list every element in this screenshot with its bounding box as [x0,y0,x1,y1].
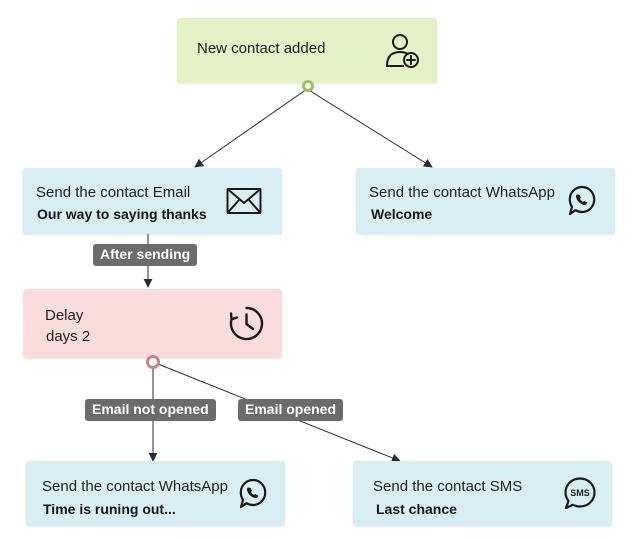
email-node-subtitle: Our way to saying thanks [37,206,207,222]
whatsapp-time-node-subtitle: Time is runing out... [43,501,176,517]
clock-icon [228,305,265,347]
delay-node-duration: days 2 [46,328,91,345]
sms-icon-text: SMS [570,488,590,498]
user-add-icon [383,32,421,75]
trigger-output-port[interactable] [302,80,314,92]
action-node-send-whatsapp-welcome[interactable]: Send the contact WhatsApp Welcome [356,168,615,234]
sms-node-title: Send the contact SMS [373,478,523,495]
whatsapp-time-node-title: Send the contact WhatsApp [42,478,228,495]
trigger-node-title: New contact added [197,40,326,57]
email-node-title: Send the contact Email [36,184,191,201]
edge-trigger-to-email [194,88,308,168]
whatsapp-welcome-node-subtitle: Welcome [371,206,433,222]
sms-icon: SMS [561,475,599,518]
envelope-icon [226,187,262,220]
whatsapp-icon [235,476,271,517]
delay-node-title: Delay [45,307,84,324]
whatsapp-icon [564,183,600,224]
whatsapp-welcome-node-title: Send the contact WhatsApp [369,184,555,201]
trigger-node-new-contact[interactable]: New contact added [177,18,437,83]
action-node-send-sms[interactable]: Send the contact SMS Last chance SMS [353,461,612,526]
edge-label-email-opened: Email opened [238,399,344,421]
delay-output-port[interactable] [146,355,160,369]
action-node-send-whatsapp-time[interactable]: Send the contact WhatsApp Time is runing… [26,461,285,526]
edge-trigger-to-whatsapp [306,88,433,168]
sms-node-subtitle: Last chance [376,501,457,517]
delay-node[interactable]: Delay days 2 [23,289,282,358]
action-node-send-email[interactable]: Send the contact Email Our way to saying… [23,168,282,234]
edge-label-email-not-opened: Email not opened [85,399,216,421]
edge-label-after-sending: After sending [93,244,198,266]
